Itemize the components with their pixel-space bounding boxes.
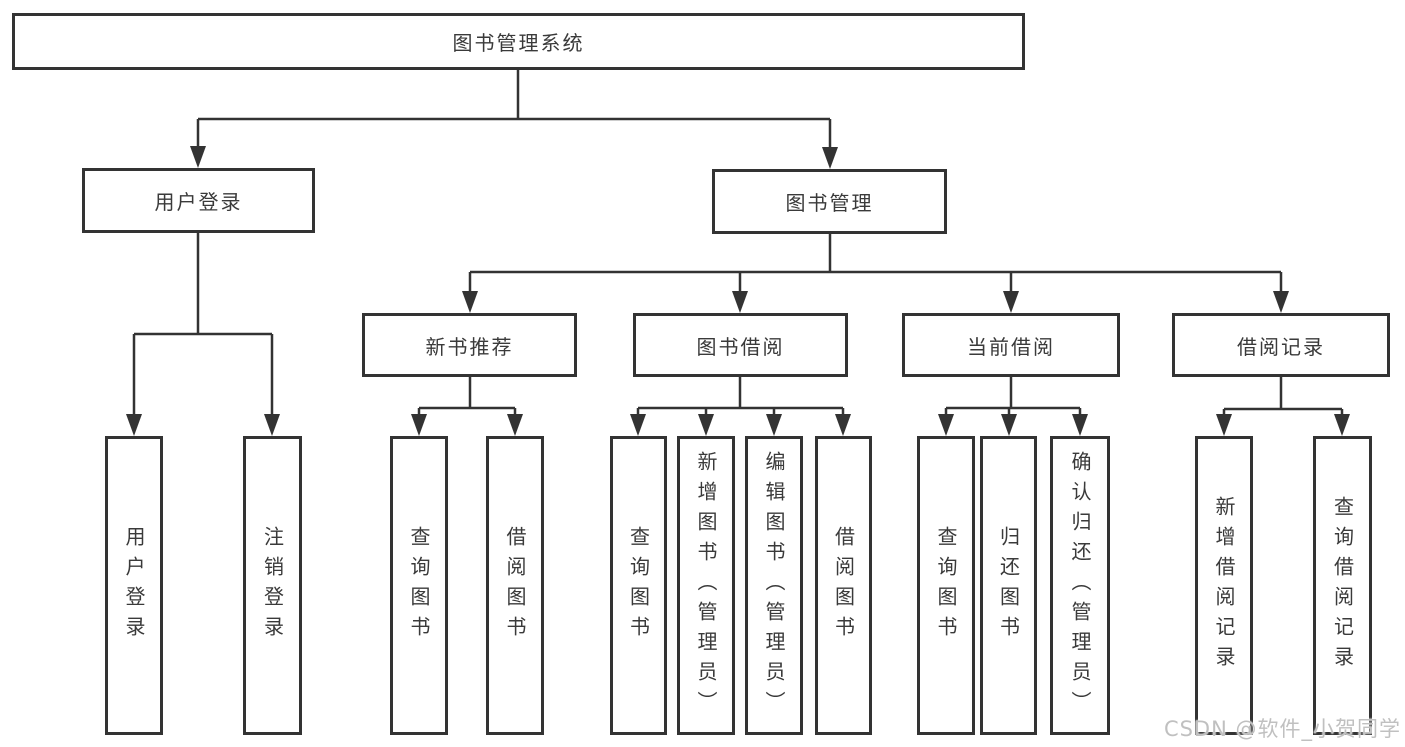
arrowheads-borrow-records — [1216, 414, 1350, 436]
leaf-user-login-label: 用户登录 — [122, 525, 146, 646]
connector-book-management — [468, 233, 1283, 293]
leaf-query-books-current-label: 查询图书 — [934, 525, 958, 646]
leaf-edit-book-admin-label: 编辑图书（管理员） — [762, 450, 786, 721]
node-borrow-records: 借阅记录 — [1172, 313, 1390, 377]
node-book-borrow: 图书借阅 — [633, 313, 848, 377]
connector-book-borrow — [636, 377, 845, 416]
leaf-borrow-books: 借阅图书 — [815, 436, 872, 735]
node-user-login: 用户登录 — [82, 168, 315, 233]
leaf-user-login: 用户登录 — [105, 436, 163, 735]
leaf-add-borrow-record: 新增借阅记录 — [1195, 436, 1253, 735]
arrowheads-new-book-recommend — [411, 414, 523, 436]
node-root: 图书管理系统 — [12, 13, 1025, 70]
leaf-logout: 注销登录 — [243, 436, 302, 735]
leaf-borrow-books-recommend-label: 借阅图书 — [503, 525, 527, 646]
leaf-edit-book-admin: 编辑图书（管理员） — [745, 436, 803, 735]
node-new-book-recommend: 新书推荐 — [362, 313, 577, 377]
leaf-add-borrow-record-label: 新增借阅记录 — [1212, 495, 1236, 676]
leaf-query-books-borrow-label: 查询图书 — [626, 525, 651, 646]
connector-user-login — [132, 232, 274, 416]
connector-new-book-recommend — [417, 377, 517, 416]
arrowheads-user-login — [126, 414, 280, 436]
connector-root-to-level2 — [196, 70, 832, 149]
leaf-add-book-admin: 新增图书（管理员） — [677, 436, 735, 735]
csdn-watermark: CSDN @软件_小贺同学 — [1163, 717, 1401, 741]
arrowheads-current-borrow — [938, 414, 1088, 436]
leaf-confirm-return-admin: 确认归还（管理员） — [1050, 436, 1110, 735]
node-book-management: 图书管理 — [712, 169, 947, 234]
connector-current-borrow — [944, 377, 1082, 416]
arrowheads-book-borrow — [630, 414, 851, 436]
leaf-borrow-books-label: 借阅图书 — [831, 525, 856, 646]
leaf-borrow-books-recommend: 借阅图书 — [486, 436, 544, 735]
leaf-query-books-borrow: 查询图书 — [610, 436, 667, 735]
leaf-query-books-recommend-label: 查询图书 — [407, 525, 431, 646]
leaf-return-book-label: 归还图书 — [996, 525, 1021, 646]
leaf-add-book-admin-label: 新增图书（管理员） — [694, 450, 718, 721]
leaf-query-borrow-record-label: 查询借阅记录 — [1330, 495, 1355, 676]
leaf-logout-label: 注销登录 — [260, 525, 285, 646]
leaf-query-books-recommend: 查询图书 — [390, 436, 448, 735]
leaf-query-books-current: 查询图书 — [917, 436, 975, 735]
leaf-confirm-return-admin-label: 确认归还（管理员） — [1068, 450, 1092, 721]
leaf-query-borrow-record: 查询借阅记录 — [1313, 436, 1372, 735]
arrowheads-level3 — [462, 291, 1289, 313]
leaf-return-book: 归还图书 — [980, 436, 1037, 735]
connector-borrow-records — [1222, 377, 1344, 416]
arrowheads-level2 — [190, 146, 838, 169]
node-current-borrow: 当前借阅 — [902, 313, 1120, 377]
